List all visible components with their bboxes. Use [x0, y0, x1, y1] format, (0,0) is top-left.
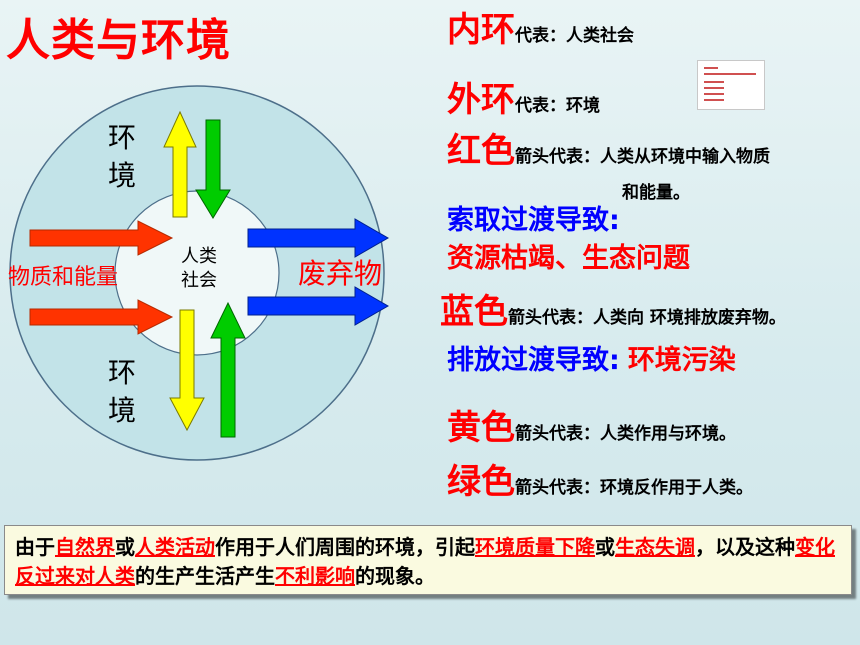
red-arrow-bottom — [29, 299, 174, 335]
legend-emit: 排放过渡导致:环境污染 — [447, 338, 736, 377]
def-text-7: 的现象。 — [355, 564, 435, 588]
legend-blue: 蓝色箭头代表：人类向 环境排放废弃物。 — [440, 284, 786, 333]
blue-arrow-bottom — [247, 286, 390, 326]
green-arrow-bottom — [210, 301, 246, 438]
inner-desc: 代表：人类社会 — [515, 26, 634, 46]
page-title: 人类与环境 — [6, 15, 231, 66]
def-highlight-ecological-imbalance: 生态失调 — [615, 535, 695, 559]
take-result: 资源枯竭、生态问题 — [447, 243, 690, 274]
definition-box: 由于自然界或人类活动作用于人们周围的环境，引起环境质量下降或生态失调，以及这种变… — [4, 525, 852, 595]
center-label-1: 人类 — [181, 246, 217, 267]
matter-energy-label: 物质和能量 — [8, 265, 118, 290]
def-highlight-nature: 自然界 — [55, 535, 115, 559]
waste-label: 废弃物 — [298, 257, 382, 290]
blue-arrow-top — [247, 218, 390, 258]
center-label-2: 社会 — [181, 270, 217, 291]
green-title: 绿色 — [447, 462, 515, 502]
legend-outer: 外环代表：环境 — [447, 72, 600, 121]
green-desc: 箭头代表：环境反作用于人类。 — [515, 478, 753, 498]
yellow-arrow-bottom — [169, 309, 205, 432]
def-text-6: 的生产生活产生 — [135, 564, 275, 588]
emit-result: 环境污染 — [627, 345, 736, 376]
top-env-label-1: 环 — [108, 121, 136, 154]
def-text-2: 或 — [115, 535, 135, 559]
yellow-desc: 箭头代表：人类作用与环境。 — [515, 424, 736, 444]
red-arrow-top — [29, 220, 174, 256]
yellow-title: 黄色 — [447, 408, 515, 448]
outer-desc: 代表：环境 — [515, 96, 600, 116]
bottom-env-label-1: 环 — [108, 356, 136, 389]
thumbnail-image — [697, 60, 765, 110]
red-desc-cont: 和能量。 — [622, 183, 690, 203]
red-title: 红色 — [447, 131, 515, 171]
def-text-3: 作用于人们周围的环境，引起 — [215, 535, 475, 559]
def-highlight-adverse-effect: 不利影响 — [275, 564, 355, 588]
def-text-4: 或 — [595, 535, 615, 559]
blue-title: 蓝色 — [440, 292, 508, 332]
blue-desc: 箭头代表：人类向 环境排放废弃物。 — [508, 308, 786, 328]
def-highlight-reaction: 变化反过来对人类 — [15, 535, 835, 588]
red-desc: 箭头代表：人类从环境中输入物质 — [515, 147, 770, 167]
yellow-arrow-top — [163, 110, 197, 218]
emit-caption: 排放过渡导致: — [447, 345, 620, 376]
def-text-5: ，以及这种 — [695, 535, 795, 559]
legend-red: 红色箭头代表：人类从环境中输入物质 — [447, 123, 770, 172]
bottom-env-label-2: 境 — [108, 394, 136, 427]
legend-green: 绿色箭头代表：环境反作用于人类。 — [447, 454, 753, 503]
top-env-label-2: 境 — [108, 159, 136, 192]
green-arrow-top — [195, 119, 231, 219]
legend-yellow: 黄色箭头代表：人类作用与环境。 — [447, 400, 736, 449]
def-highlight-quality-decline: 环境质量下降 — [475, 535, 595, 559]
inner-title: 内环 — [447, 10, 515, 50]
human-environment-diagram: 环 境 环 境 人类 社会 物质和能量 废弃物 — [8, 85, 390, 461]
def-highlight-human-activity: 人类活动 — [135, 535, 215, 559]
take-caption: 索取过渡导致: — [447, 205, 620, 236]
def-text-1: 由于 — [15, 535, 55, 559]
outer-title: 外环 — [447, 80, 515, 120]
legend-inner: 内环代表：人类社会 — [447, 2, 634, 51]
